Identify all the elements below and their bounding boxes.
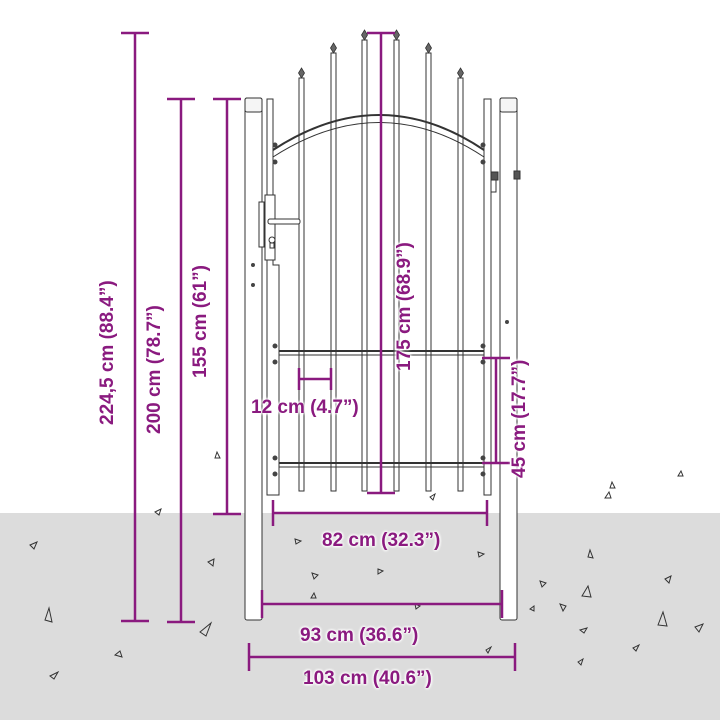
ground-area xyxy=(0,513,720,720)
door-handle-icon xyxy=(258,194,301,261)
dimension-label-bar-spacing: 12 cm (4.7”) xyxy=(251,397,359,418)
dimension-label-total-height: 224,5 cm (88.4”) xyxy=(97,280,118,425)
gravel-icons xyxy=(29,450,705,680)
dimension-lines xyxy=(121,31,517,671)
dimension-label-inner-post-width: 93 cm (36.6”) xyxy=(300,625,419,646)
hinge-icons xyxy=(251,142,509,477)
gate-bars xyxy=(298,39,464,492)
dimension-label-post-height: 200 cm (78.7”) xyxy=(144,305,165,434)
dimension-label-gate-side-height: 155 cm (61”) xyxy=(190,264,211,378)
dimension-label-lower-panel-height: 45 cm (17.7”) xyxy=(509,359,530,478)
dimension-label-gate-center-height: 175 cm (68.9”) xyxy=(394,242,415,371)
left-post xyxy=(244,97,263,621)
dimension-label-gate-width: 82 cm (32.3”) xyxy=(322,530,441,551)
dimension-label-outer-post-width: 103 cm (40.6”) xyxy=(303,668,432,689)
